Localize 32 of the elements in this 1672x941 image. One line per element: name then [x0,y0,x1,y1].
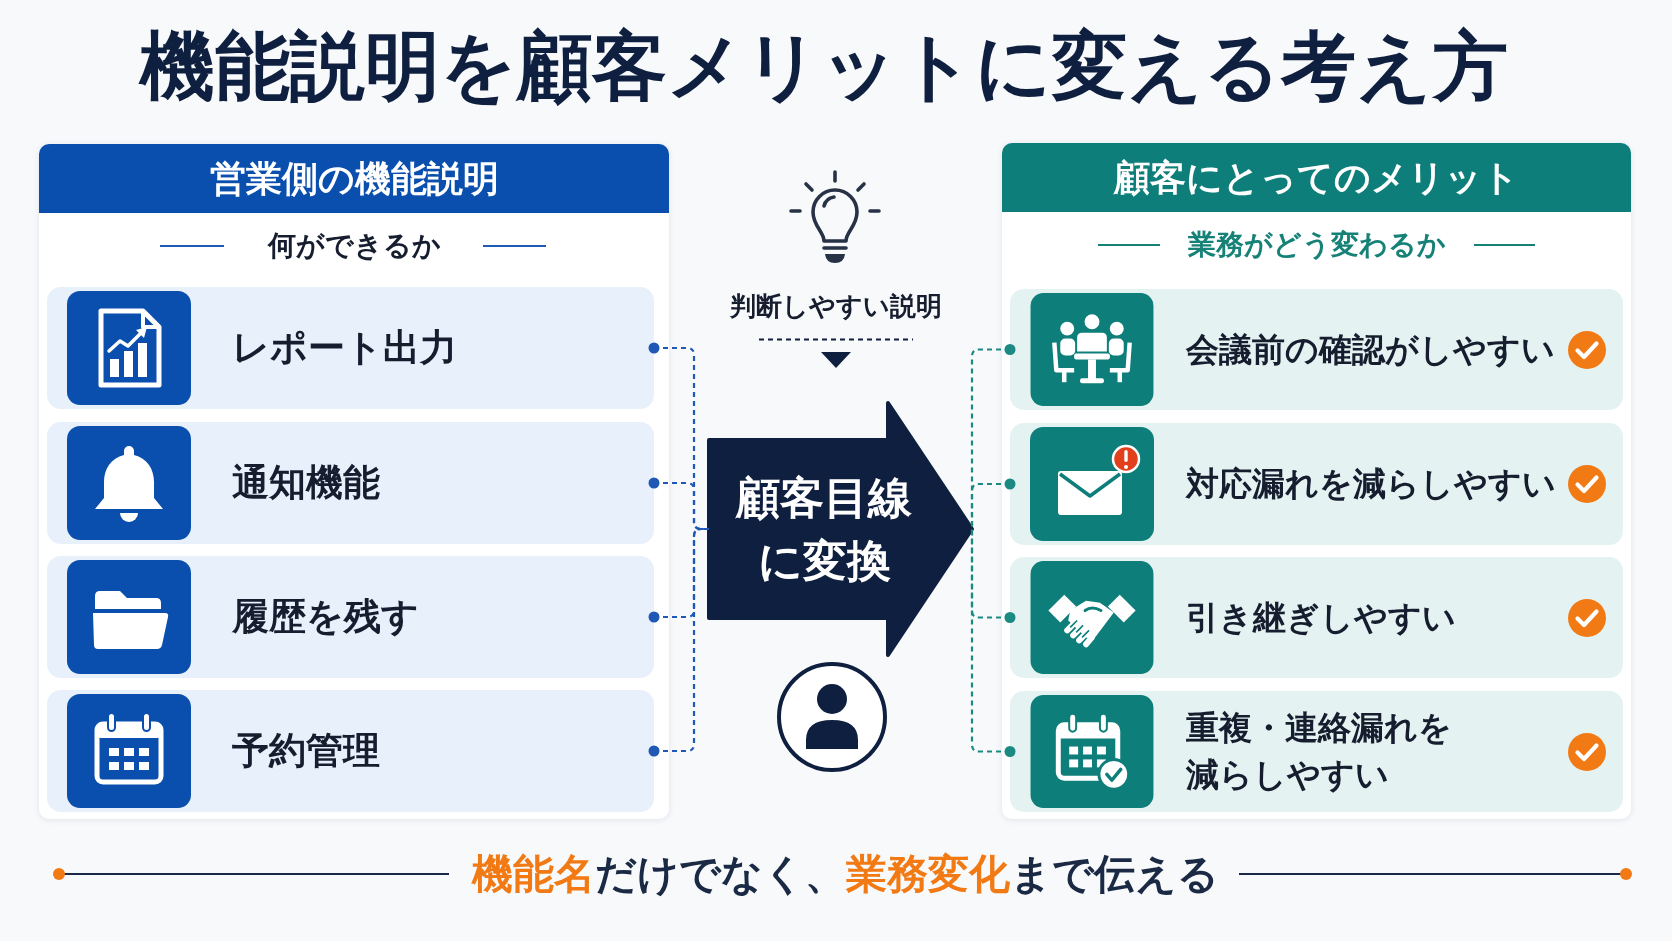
title: 機能説明を顧客メリットに変える考え方 [140,21,1508,111]
connector-line [648,527,709,757]
benefit-box [1010,423,1623,545]
feature-box [47,690,654,812]
connector-line [970,529,1016,757]
row-label: 引き継ぎしやすい [1186,596,1456,639]
benefit-box [1010,557,1623,678]
row-label: 予約管理 [232,728,380,775]
subheading: 業務がどう変わるか [1187,227,1446,263]
feature-box [47,556,654,678]
connector-line [648,477,709,531]
benefit-box [1010,691,1623,812]
caption: 機能名だけでなく、業務変化まで伝える [471,849,1219,900]
panel-header: 営業側の機能説明 [39,144,669,213]
connector-line [970,478,1016,529]
row-label: 会議前の確認がしやすい [1186,328,1555,371]
hint-label: 判断しやすい説明 [730,290,942,323]
connector-line [648,527,709,623]
subheading: 何ができるか [267,228,441,264]
row-label: 重複・連絡漏れを減らしやすい [1186,706,1453,797]
panel [1002,143,1631,819]
row-label: 通知機能 [232,460,380,507]
panel [39,144,669,819]
panel-header: 顧客にとってのメリット [1002,143,1631,212]
row-label: 履歴を残す [232,594,419,641]
arrow-label: 顧客目線に変換 [734,471,913,588]
feature-box [47,422,654,544]
row-label: レポート出力 [232,325,457,372]
benefit-box [1010,289,1623,410]
row-label: 対応漏れを減らしやすい [1186,463,1556,506]
block-arrow [709,403,972,655]
feature-box [47,287,654,409]
